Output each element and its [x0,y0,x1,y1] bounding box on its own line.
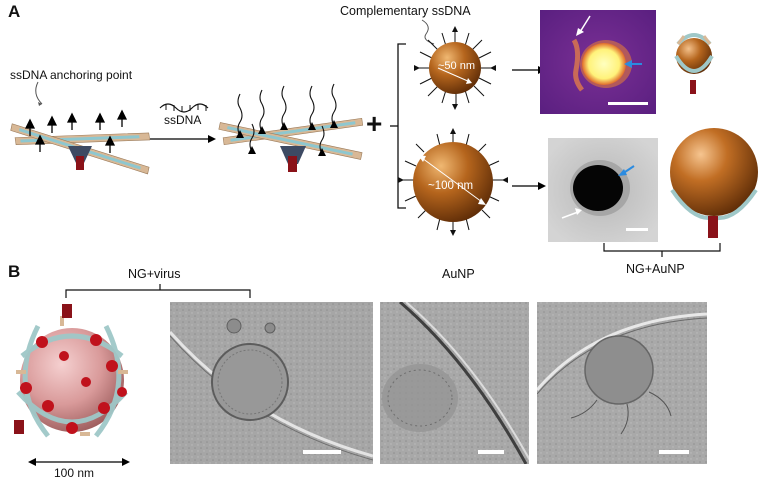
anchor-pointer-arrow [35,81,43,105]
ng-small-aunp-model [674,33,714,94]
aunp-label: AuNP [442,267,475,281]
scale-label: 100 nm [54,466,95,480]
cryoem-ng-aunp [537,302,707,464]
ng-aunp-label: NG+AuNP [626,262,685,276]
ng-aunp-bracket [603,243,721,257]
afm-image [540,10,656,114]
tem-image [548,138,658,242]
step-arrow-3 [512,182,546,190]
small-np-size-label: ~50 nm [438,60,475,72]
large-aunp-with-ssdna [398,128,508,236]
ssdna-strand-icon [159,103,209,113]
step-arrow-1 [150,135,216,143]
panel-b-letter: B [8,262,21,281]
panel-a-letter: A [8,2,21,21]
complementary-ssdna-label: Complementary ssDNA [340,4,471,18]
large-np-size-label: ~100 nm [428,180,474,192]
complementary-pointer [421,19,435,45]
ng-virus-model [14,304,128,438]
cryoem-ng-virus [170,302,373,464]
nanogripper-bare [10,109,151,175]
anchor-point-label: ssDNA anchoring point [10,68,133,82]
ng-large-aunp-model [670,128,758,238]
ng-virus-label: NG+virus [128,267,181,281]
ng-virus-bracket [65,284,251,298]
scale-arrow [28,458,130,466]
small-aunp-with-ssdna [414,26,496,110]
plus-sign: + [366,108,383,139]
ssdna-label: ssDNA [164,113,202,127]
options-bracket [390,43,406,209]
cryoem-aunp [380,302,529,464]
nanogripper-with-ssdna [218,83,364,172]
